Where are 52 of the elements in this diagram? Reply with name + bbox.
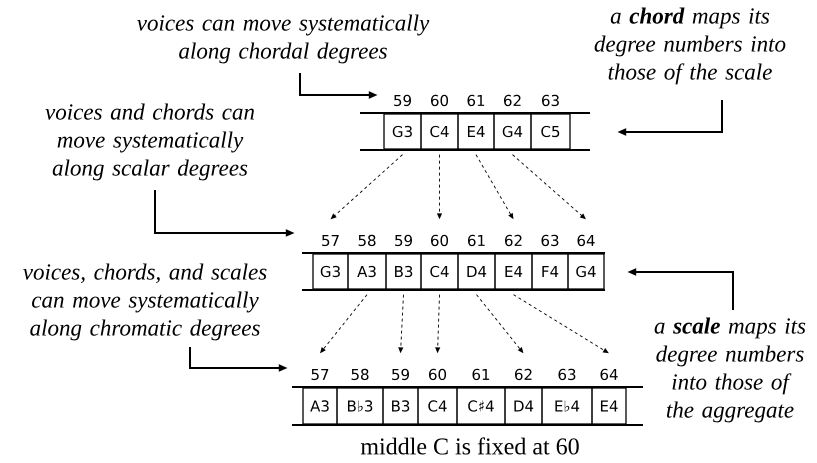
note-cell: D4 <box>457 253 496 290</box>
degree-number: 61 <box>468 234 485 246</box>
degree-number: 60 <box>429 368 446 380</box>
degree-number: 60 <box>431 94 448 106</box>
degree-number: 63 <box>542 234 558 246</box>
note-cell: A3 <box>302 387 338 425</box>
degree-number: 62 <box>515 368 532 380</box>
note-cell: C♯4 <box>456 387 506 425</box>
degree-number: 57 <box>322 235 339 246</box>
note-cell: C4 <box>420 113 459 150</box>
callout-text: a chord maps its degree numbers into those of the scale <box>594 8 786 84</box>
degree-number: 64 <box>578 234 595 246</box>
degree-number: 58 <box>352 368 369 380</box>
note-cell: G4 <box>493 113 532 150</box>
degree-number: 63 <box>542 94 559 106</box>
note-cell: D4 <box>504 387 543 425</box>
note-cell: F4 <box>531 253 569 290</box>
callout-text: voices, chords, and scales can move systematically along chromatic degrees <box>23 264 267 340</box>
degree-number: 59 <box>395 234 412 246</box>
note-cell: A3 <box>347 253 387 290</box>
callout-text: a scale maps its degree numbers into those of the aggregate <box>654 318 806 422</box>
degree-number: 57 <box>312 369 328 380</box>
staff-band <box>359 112 591 151</box>
note-cell: E♭4 <box>541 387 593 425</box>
arrow <box>512 154 586 220</box>
note-cell: E4 <box>494 253 533 290</box>
note-cell: C4 <box>420 253 459 290</box>
degree-number: 62 <box>504 94 521 106</box>
note-cell: B3 <box>382 387 419 425</box>
caption: middle C is fixed at 60 <box>360 437 579 455</box>
note-cell: B3 <box>385 253 422 290</box>
note-cell: G4 <box>567 253 605 290</box>
note-cell: C5 <box>530 113 571 150</box>
note-cell: C4 <box>417 387 458 425</box>
note-cell: B♭3 <box>336 387 384 425</box>
callout-text: voices and chords can move systematically along scalar degrees <box>45 104 254 180</box>
degree-number: 59 <box>394 94 411 106</box>
callout-text: voices can move systematically along chordal degrees <box>137 14 430 64</box>
degree-number: 64 <box>600 368 618 380</box>
note-cell: E4 <box>457 113 495 150</box>
degree-number: 58 <box>358 234 376 246</box>
degree-number: 61 <box>468 94 484 106</box>
note-cell: E4 <box>591 387 627 425</box>
degree-number: 60 <box>431 234 448 246</box>
degree-number: 59 <box>392 368 409 380</box>
staff-band <box>291 386 644 426</box>
degree-number: 62 <box>505 234 522 246</box>
note-cell: G3 <box>383 113 422 150</box>
note-cell: G3 <box>312 253 349 290</box>
degree-number: 61 <box>472 368 490 380</box>
staff-band <box>301 252 606 291</box>
degree-number: 63 <box>558 368 576 380</box>
